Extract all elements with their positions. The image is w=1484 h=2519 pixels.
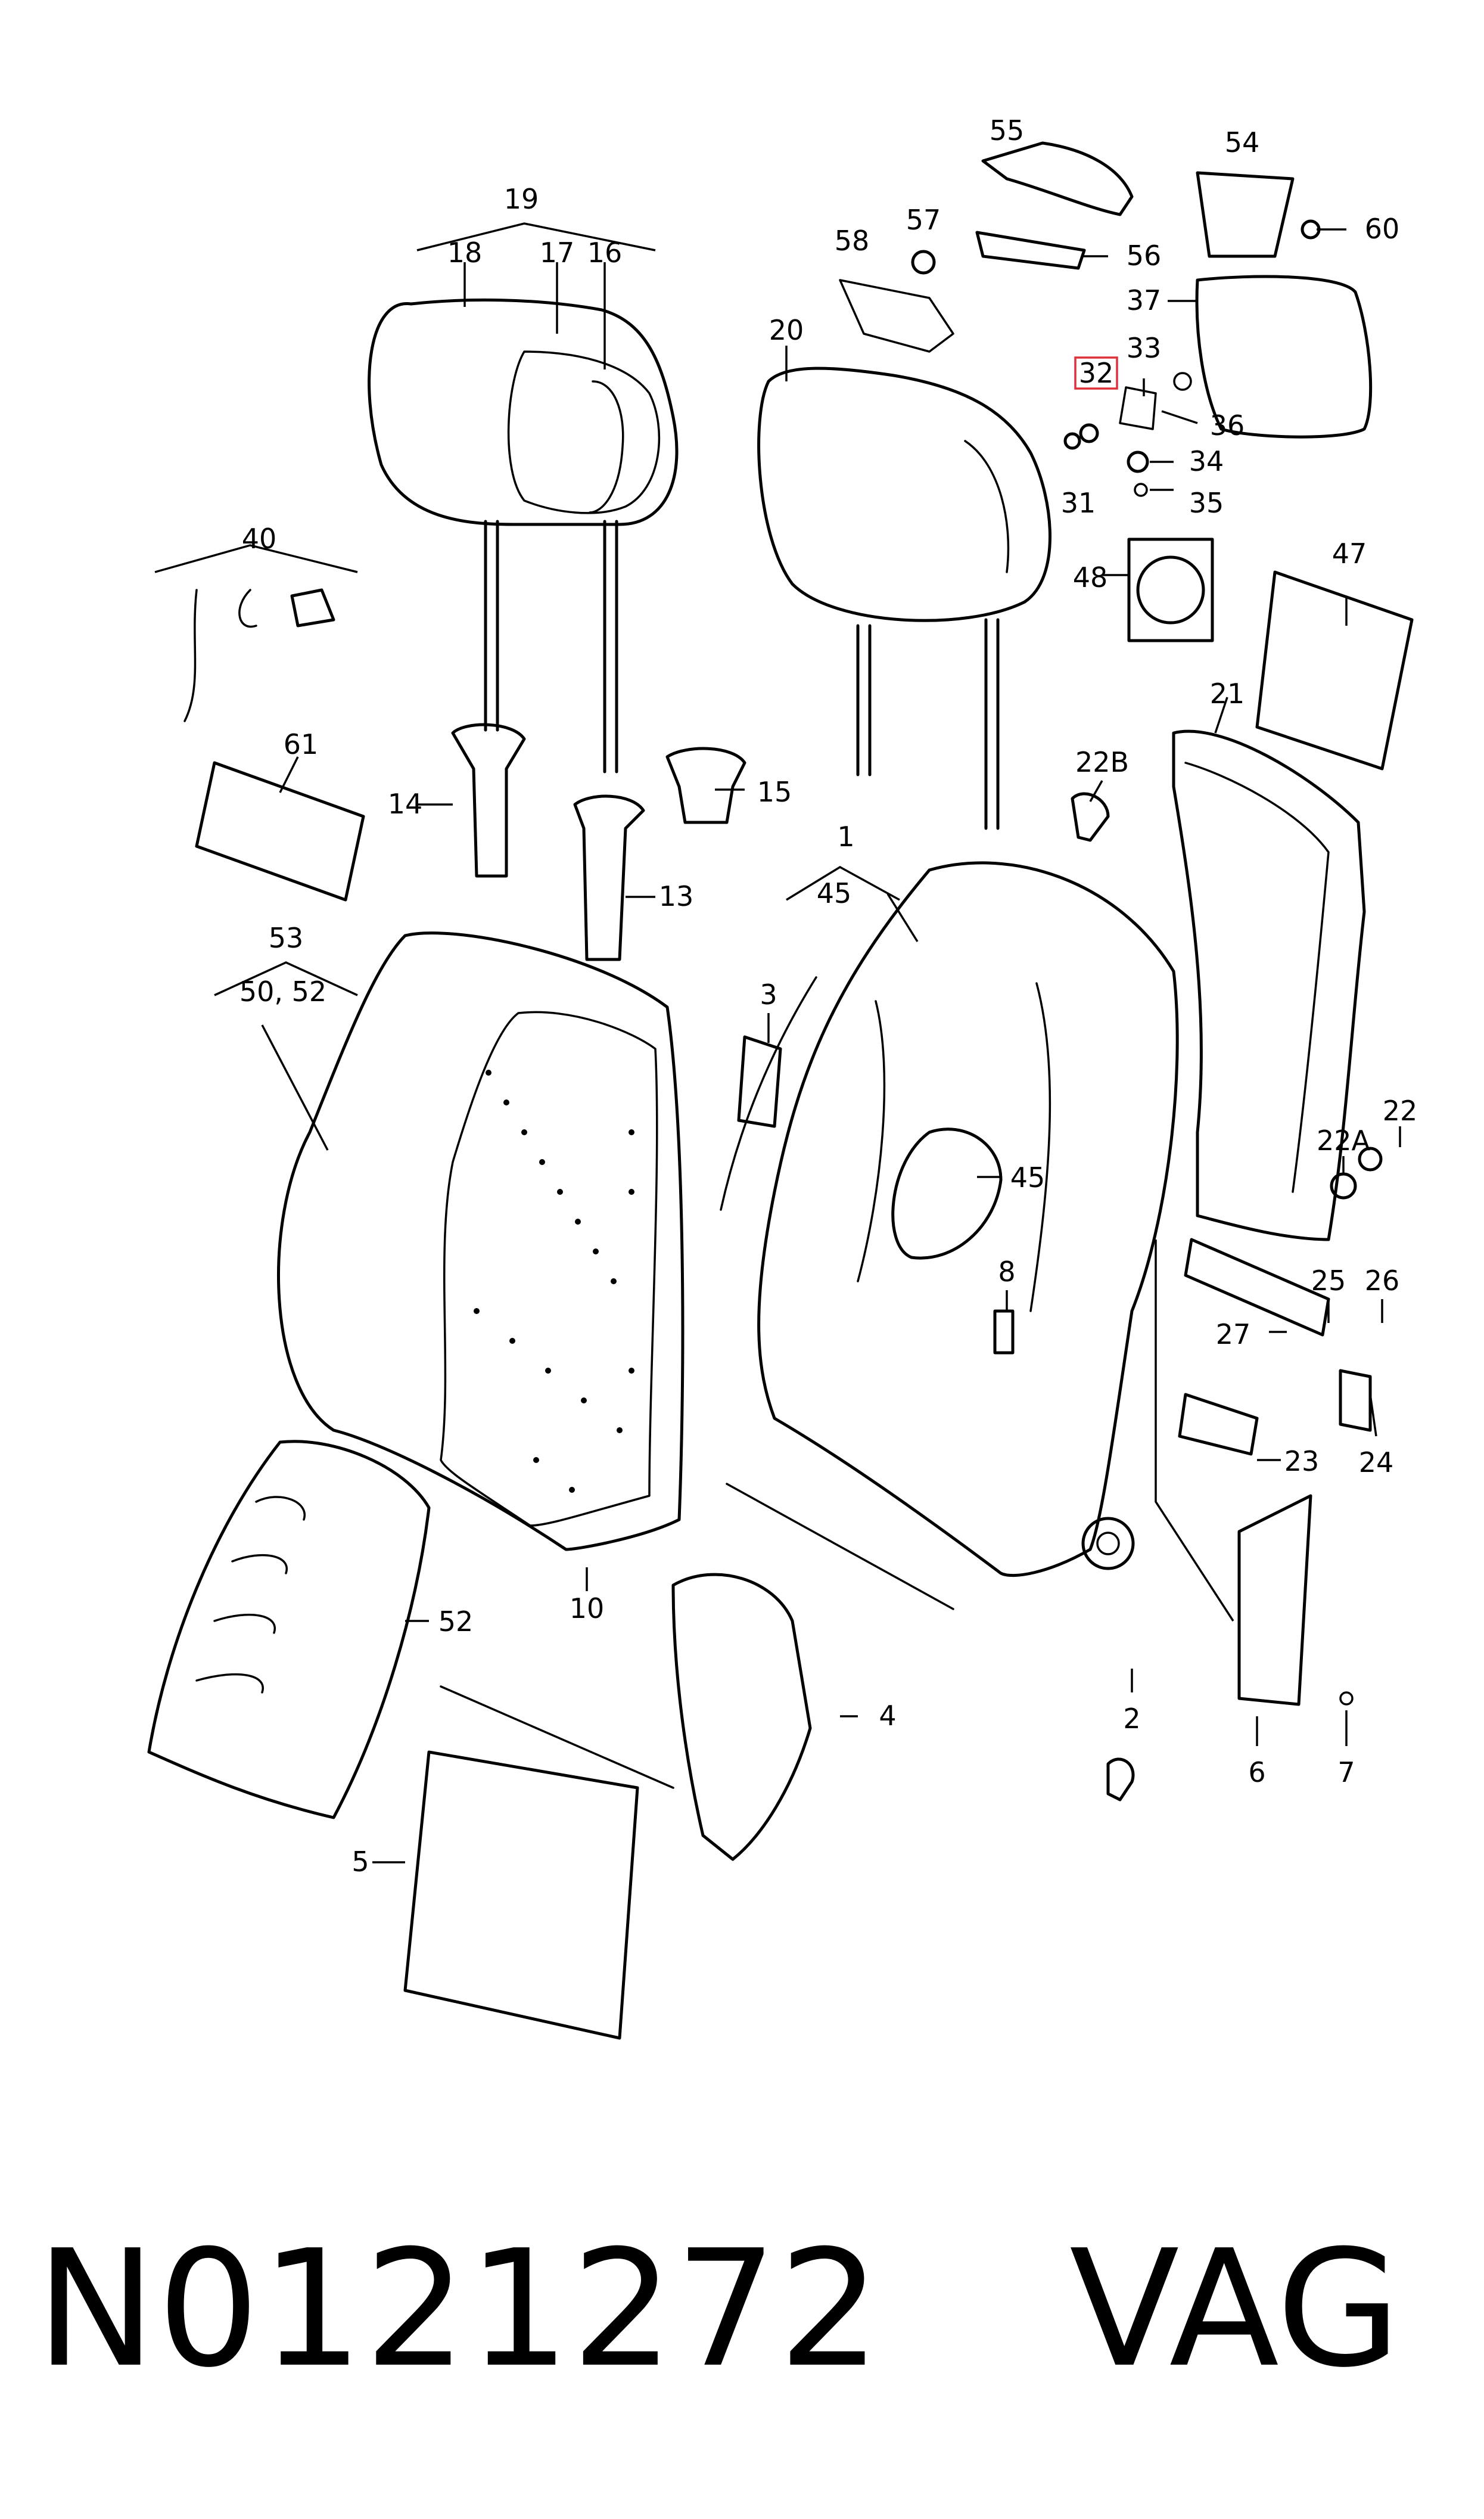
top-right-small-parts [839, 141, 1414, 771]
callout-label: 7 [1337, 1756, 1355, 1788]
callout-label: 61 [284, 728, 319, 760]
callout-label: 45 [817, 877, 852, 909]
callout-label: 33 [1127, 332, 1162, 364]
callout-label: 26 [1365, 1265, 1400, 1297]
callout-label: 47 [1332, 538, 1367, 570]
seat-pad-52 [147, 1440, 431, 1819]
right-side-small-parts [993, 792, 1383, 1801]
callout-label: 21 [1210, 678, 1245, 710]
callout-label: 31 [1061, 487, 1096, 519]
callout-label: 53 [269, 922, 304, 954]
headrest-left [368, 298, 679, 774]
spring-mat-5 [403, 1685, 674, 2040]
callout-label: 55 [990, 114, 1025, 147]
seat-frame-1 [757, 861, 1179, 1577]
callout-label: 19 [504, 183, 539, 215]
guides [451, 723, 746, 961]
callout-label: 4 [879, 1700, 896, 1732]
headrest-center [757, 366, 1051, 830]
callout-label: 25 [1311, 1265, 1346, 1297]
callout-label: 17 [540, 237, 575, 269]
callout-label: 48 [1073, 561, 1108, 594]
callout-label: 35 [1189, 487, 1224, 519]
callout-label: 27 [1216, 1318, 1251, 1350]
callout-label: 16 [587, 237, 623, 269]
callout-label: 5 [351, 1846, 369, 1878]
callout-label: 58 [835, 225, 870, 257]
leader-lines [154, 222, 1401, 1863]
part-number: N0121272 [36, 2215, 882, 2403]
wire-40 [183, 588, 335, 722]
callout-label: 22 [1383, 1095, 1418, 1127]
callout-label: 37 [1127, 284, 1162, 316]
label-61 [195, 761, 365, 902]
callout-label: 52 [438, 1605, 474, 1638]
callout-label: 6 [1248, 1756, 1265, 1788]
callout-label: 22A [1317, 1125, 1371, 1157]
callout-label: 14 [388, 788, 423, 820]
callout-label: 15 [757, 776, 792, 808]
callout-label: 1 [837, 821, 854, 853]
backrest-cover-53 [277, 931, 685, 1551]
backrest-panel-21 [1172, 729, 1366, 1241]
callout-label: 22B [1075, 746, 1129, 778]
callout-label: 2 [1123, 1703, 1140, 1735]
callout-label: 24 [1359, 1446, 1394, 1479]
callout-label: 54 [1225, 126, 1260, 159]
callout-label: 10 [570, 1592, 605, 1625]
callout-label: 56 [1127, 240, 1162, 272]
callout-label: 57 [906, 204, 941, 236]
callout-label-highlighted: 32 [1079, 357, 1114, 389]
callout-label: 50, 52 [239, 976, 326, 1008]
callout-label: 34 [1189, 445, 1224, 477]
callout-label: 3 [760, 979, 777, 1011]
callout-label: 8 [998, 1256, 1015, 1288]
bracket-6 [1237, 1494, 1312, 1706]
callout-label: 18 [447, 237, 483, 269]
wire-3 [720, 976, 817, 1211]
mechanism-4 [671, 1483, 954, 1861]
highlight-box [1074, 356, 1118, 390]
callout-label: 13 [659, 880, 694, 912]
brand-name: VAG [1069, 2215, 1401, 2403]
callout-label: 60 [1365, 213, 1400, 245]
callout-label: 45 [1010, 1161, 1046, 1194]
callout-label: 23 [1284, 1445, 1320, 1477]
backrest-cover-perforation [474, 1070, 634, 1493]
callout-labels: 19 18 17 16 20 55 54 57 58 56 60 37 33 3… [239, 114, 1417, 1878]
callout-label: 40 [242, 523, 277, 555]
callout-label: 20 [769, 314, 804, 346]
callout-label: 36 [1210, 409, 1245, 442]
